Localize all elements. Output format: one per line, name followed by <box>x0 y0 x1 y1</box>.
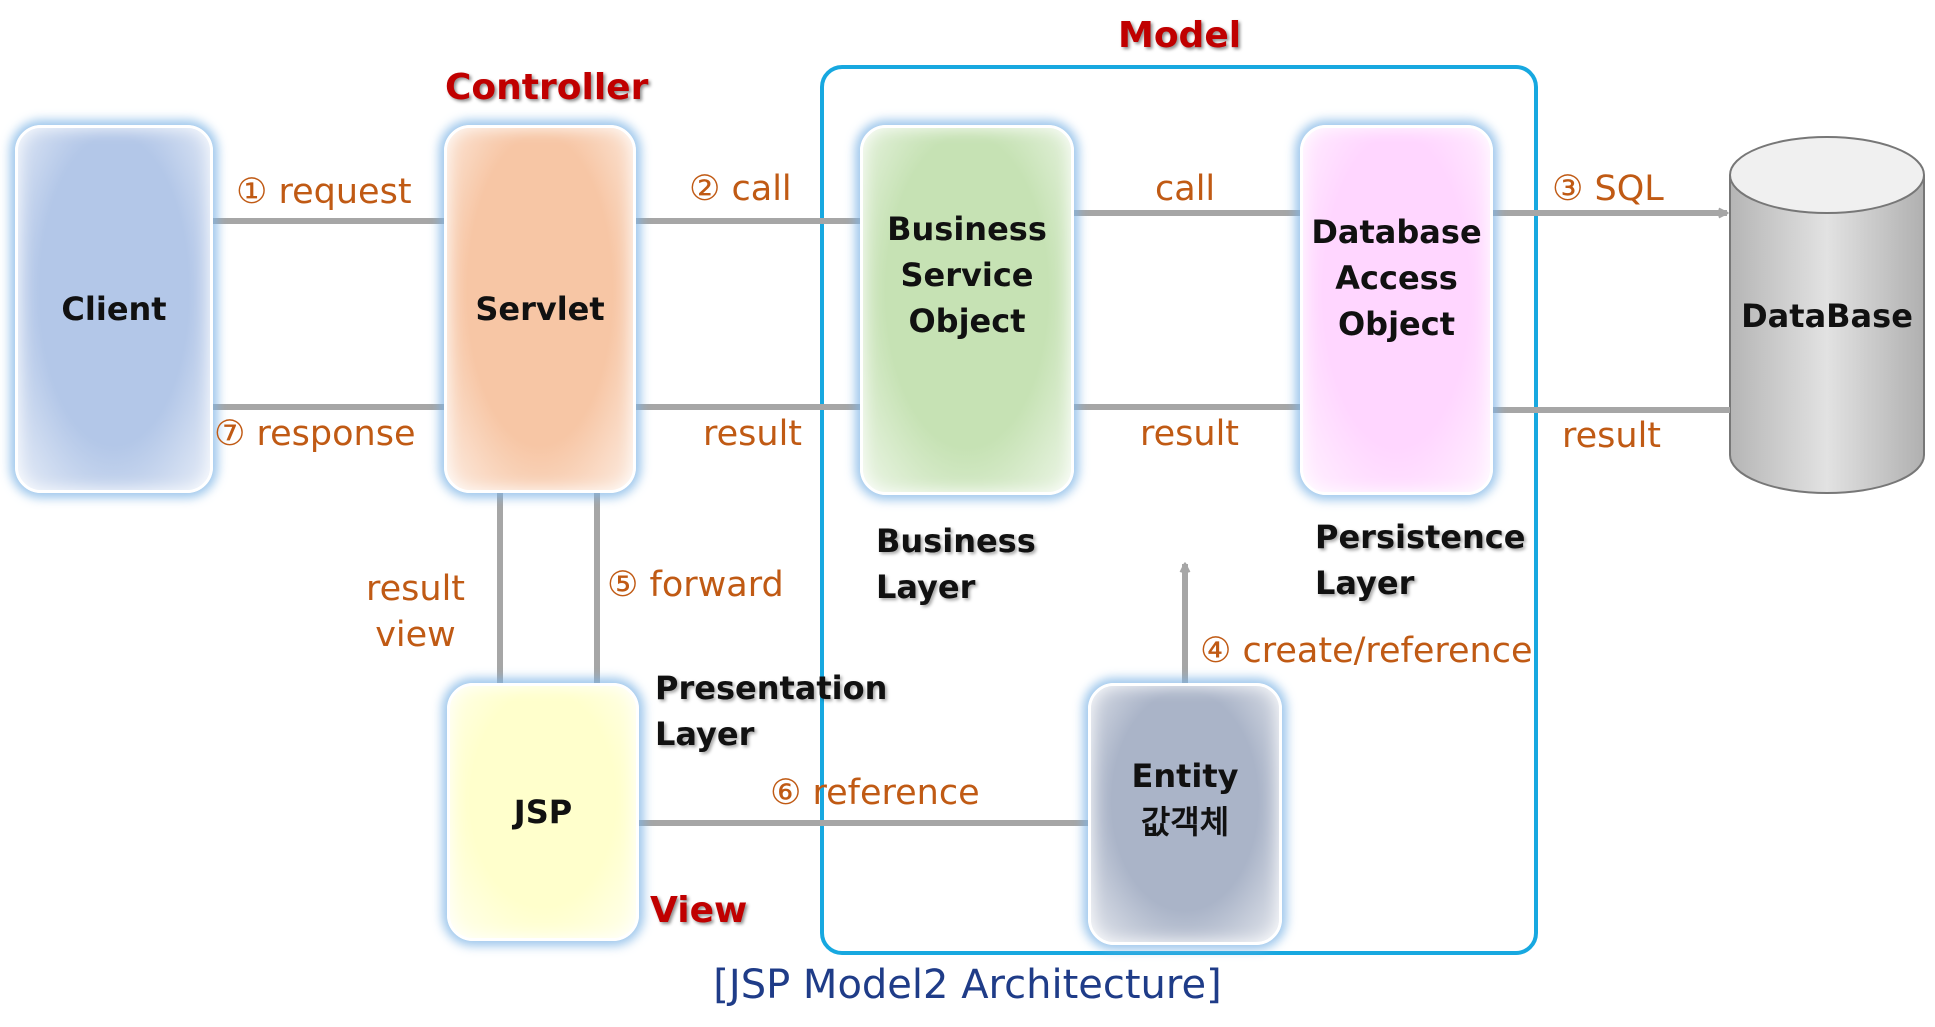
database-access-object-label: Database Access Object <box>1311 212 1482 343</box>
call-2-label: call <box>1155 169 1216 209</box>
business-service-object-label: Business Service Object <box>887 210 1047 340</box>
result-3-label: result <box>1562 416 1662 456</box>
persistence-layer-label: Persistence Layer <box>1315 518 1526 602</box>
model-role-label: Model <box>1118 15 1242 56</box>
reference-label: ⑥ reference <box>770 773 980 813</box>
entity-label: Entity 값객체 <box>1131 757 1239 841</box>
client-label: Client <box>61 290 167 328</box>
sql-label: ③ SQL <box>1552 169 1664 209</box>
response-label: ⑦ response <box>214 414 416 454</box>
jsp-box: JSP <box>447 683 639 941</box>
database-cylinder <box>1729 136 1925 494</box>
controller-role-label: Controller <box>445 67 649 108</box>
business-service-object-box: Business Service Object <box>860 125 1074 495</box>
database-label: DataBase <box>1741 297 1913 335</box>
servlet-label: Servlet <box>475 290 605 328</box>
view-role-label: View <box>650 890 748 931</box>
diagram-caption: [JSP Model2 Architecture] <box>713 962 1222 1008</box>
result-2-label: result <box>1140 414 1240 454</box>
create-reference-label: ④ create/reference <box>1200 631 1533 671</box>
database-access-object-box: Database Access Object <box>1300 125 1493 495</box>
request-label: ① request <box>236 172 412 212</box>
call-1-label: ② call <box>689 169 792 209</box>
model-frame <box>820 65 1538 955</box>
jsp-label: JSP <box>513 793 573 831</box>
entity-box: Entity 값객체 <box>1088 683 1282 945</box>
result-view-label: result view <box>366 569 466 655</box>
presentation-layer-label: Presentation Layer <box>655 669 888 753</box>
servlet-box: Servlet <box>444 125 636 493</box>
result-1-label: result <box>703 414 803 454</box>
forward-label: ⑤ forward <box>607 565 784 605</box>
client-box: Client <box>15 125 213 493</box>
business-layer-label: Business Layer <box>876 522 1036 606</box>
